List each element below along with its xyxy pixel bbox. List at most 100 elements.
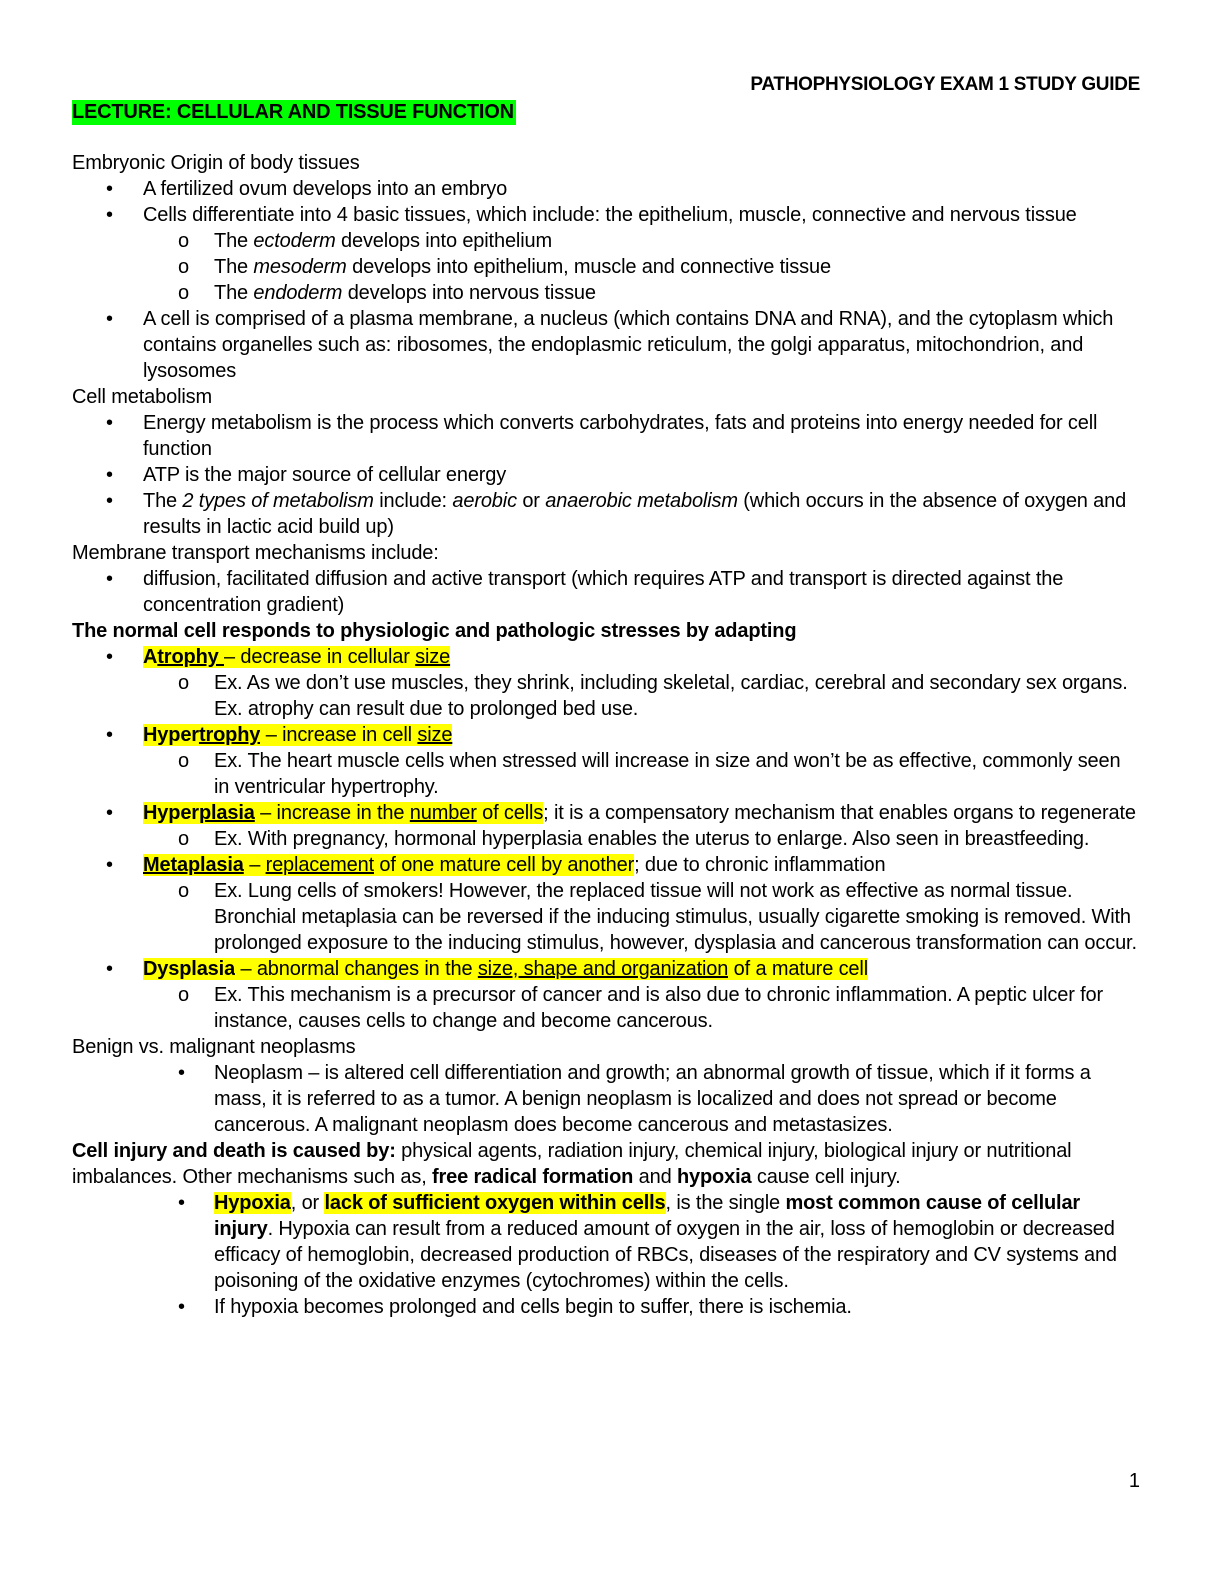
text-run: mesoderm	[253, 256, 347, 278]
text-run: (which occurs in the absence of oxygen a…	[143, 490, 1127, 538]
text-run: . Hypoxia can result from a reduced amou…	[214, 1218, 1117, 1292]
list-item: • A fertilized ovum develops into an embr…	[72, 176, 1137, 202]
sub-bullet-marker: o	[178, 828, 189, 850]
highlighted-text: –	[243, 854, 266, 876]
text-run: The normal cell responds to physiologic …	[72, 620, 797, 642]
text-run: Cell metabolism	[72, 386, 213, 408]
bullet-marker: •	[106, 568, 113, 590]
text-run: The	[214, 256, 254, 278]
text-run: free radical formation	[432, 1166, 634, 1188]
list-item: o Ex. Lung cells of smokers! However, the…	[72, 878, 1137, 956]
highlighted-text: Hyper	[143, 802, 199, 824]
sub-bullet-marker: o	[178, 230, 189, 252]
text-run: Cells differentiate into 4 basic tissues…	[143, 204, 1077, 226]
list-item: • A cell is comprised of a plasma membran…	[72, 306, 1137, 384]
sub-bullet-marker: o	[178, 750, 189, 772]
highlighted-text: Hyper	[143, 724, 199, 746]
highlighted-text: trophy	[157, 646, 225, 668]
list-item: • If hypoxia becomes prolonged and cells …	[72, 1294, 1137, 1320]
sub-bullet-marker: o	[178, 672, 189, 694]
highlighted-text: of one mature cell by another	[374, 854, 635, 876]
bullet-marker: •	[106, 308, 113, 330]
bullet-marker: •	[106, 724, 113, 746]
text-run: , is the single	[665, 1192, 786, 1214]
list-item: • Energy metabolism is the process which …	[72, 410, 1137, 462]
highlighted-text: number	[409, 802, 477, 824]
highlighted-text: lack of sufficient oxygen within cells	[324, 1192, 666, 1214]
highlighted-text: – increase in the	[254, 802, 410, 824]
text-run: ; due to chronic inflammation	[634, 854, 886, 876]
bullet-marker: •	[178, 1192, 185, 1214]
highlighted-text: size, shape and organization	[477, 958, 729, 980]
paragraph: Membrane transport mechanisms include:	[72, 540, 1137, 566]
document-title: PATHOPHYSIOLOGY EXAM 1 STUDY GUIDE	[750, 74, 1140, 95]
text-run: If hypoxia becomes prolonged and cells b…	[214, 1296, 852, 1318]
text-run: include:	[373, 490, 453, 512]
text-run: Benign vs. malignant neoplasms	[72, 1036, 356, 1058]
bullet-marker: •	[106, 412, 113, 434]
highlighted-text: Dysplasia	[143, 958, 236, 980]
text-run: A cell is comprised of a plasma membrane…	[143, 308, 1114, 382]
bullet-marker: •	[178, 1296, 185, 1318]
text-run: Embryonic Origin of body tissues	[72, 152, 360, 174]
highlighted-text: – abnormal changes in the	[235, 958, 478, 980]
text-run: physical agents, radiation injury, chemi…	[72, 1140, 1072, 1188]
text-run: Neoplasm – is altered cell differentiati…	[214, 1062, 1091, 1136]
text-run: hypoxia	[676, 1166, 752, 1188]
list-item: •Hypertrophy – increase in cell size	[72, 722, 1137, 748]
paragraph: Embryonic Origin of body tissues	[72, 150, 1137, 176]
bullet-marker: •	[106, 490, 113, 512]
highlighted-text: size	[417, 724, 453, 746]
document-body: Embryonic Origin of body tissues • A ferti…	[72, 150, 1137, 1320]
text-run: ectoderm	[253, 230, 336, 252]
list-item: •Cells differentiate into 4 basic tissue…	[72, 202, 1137, 228]
highlighted-text: plasia	[198, 802, 255, 824]
list-item: •The 2 types of metabolism include: aero…	[72, 488, 1137, 540]
text-run: Ex. Lung cells of smokers! However, the …	[214, 880, 1137, 954]
highlighted-text: replacement	[265, 854, 374, 876]
text-run: diffusion, facilitated diffusion and act…	[143, 568, 1064, 616]
bullet-marker: •	[106, 958, 113, 980]
list-item: •Atrophy – decrease in cellular size	[72, 644, 1137, 670]
highlighted-text: – increase in cell	[260, 724, 418, 746]
text-run: 2 types of metabolism	[182, 490, 374, 512]
list-item: o The mesoderm develops into epithelium, …	[72, 254, 1137, 280]
list-item: •Metaplasia – replacement of one mature …	[72, 852, 1137, 878]
list-item: •ATP is the major source of cellular ene…	[72, 462, 1137, 488]
highlighted-text: A	[143, 646, 158, 668]
sub-bullet-marker: o	[178, 880, 189, 902]
text-run: A fertilized ovum develops into an embry…	[143, 178, 508, 200]
text-run: Cell injury and death is caused by:	[72, 1140, 396, 1162]
text-run: Membrane transport mechanisms include:	[72, 542, 439, 564]
highlighted-text: – decrease in cellular	[224, 646, 416, 668]
lecture-heading: LECTURE: CELLULAR AND TISSUE FUNCTION	[72, 100, 516, 125]
text-run: or	[516, 490, 546, 512]
list-item: • diffusion, facilitated diffusion and ac…	[72, 566, 1137, 618]
text-run: Ex. This mechanism is a precursor of can…	[214, 984, 1104, 1032]
sub-bullet-marker: o	[178, 256, 189, 278]
text-run: ATP is the major source of cellular ener…	[143, 464, 507, 486]
bullet-marker: •	[106, 178, 113, 200]
sub-bullet-marker: o	[178, 282, 189, 304]
text-run: develops into nervous tissue	[342, 282, 596, 304]
text-run: , or	[290, 1192, 325, 1214]
text-run: Energy metabolism is the process which c…	[143, 412, 1098, 460]
paragraph: The normal cell responds to physiologic …	[72, 618, 1137, 644]
text-run: develops into epithelium, muscle and con…	[346, 256, 831, 278]
highlighted-text: size	[415, 646, 451, 668]
text-run: develops into epithelium	[335, 230, 552, 252]
paragraph: Cell injury and death is caused by: phys…	[72, 1138, 1137, 1190]
highlighted-text: Metaplasia	[143, 854, 244, 876]
paragraph: Cell metabolism	[72, 384, 1137, 410]
text-run: Ex. With pregnancy, hormonal hyperplasia…	[214, 828, 1090, 850]
list-item: •Hyperplasia – increase in the number of…	[72, 800, 1137, 826]
bullet-marker: •	[178, 1062, 185, 1084]
text-run: Ex. As we don’t use muscles, they shrink…	[214, 672, 1128, 720]
paragraph: Benign vs. malignant neoplasms	[72, 1034, 1137, 1060]
highlighted-text: of a mature cell	[728, 958, 868, 980]
highlighted-text: of cells	[476, 802, 544, 824]
text-run: The	[214, 282, 254, 304]
